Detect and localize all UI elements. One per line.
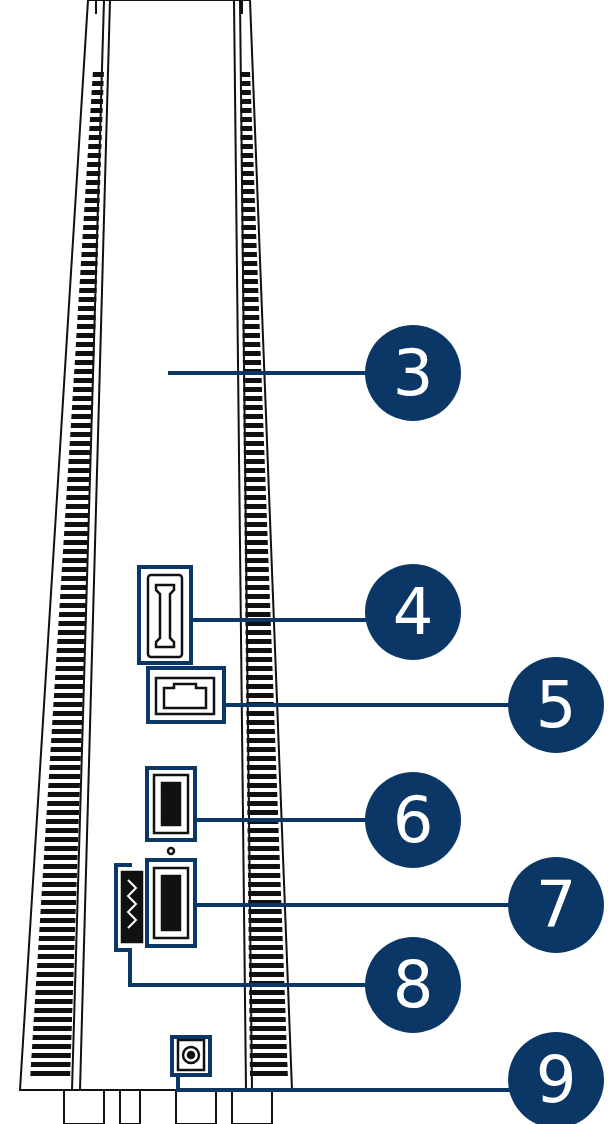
callout-number: 4 [365,564,461,660]
callout-number: 5 [508,657,604,753]
device-feet [64,1090,272,1124]
callout-number: 3 [365,325,461,421]
vent-slots [0,60,320,1090]
ports [122,575,214,1070]
callout-number: 7 [508,857,604,953]
callout-number: 6 [365,772,461,868]
leader-lines [116,373,520,1090]
callout-number: 9 [508,1032,604,1124]
callout-circles [365,325,604,1124]
callout-number: 8 [365,937,461,1033]
vent-slots [0,60,320,1090]
